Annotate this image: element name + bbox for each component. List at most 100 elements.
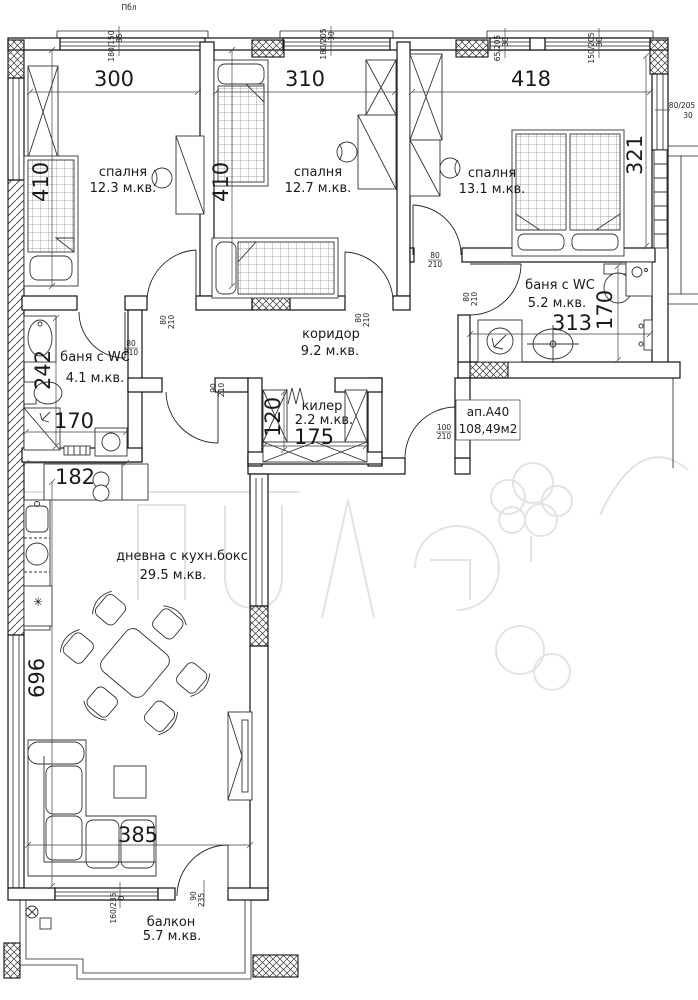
pier-balcony-left xyxy=(3,942,21,979)
door3-h: 210 xyxy=(428,260,443,269)
fridge-symbol xyxy=(23,585,53,627)
double-bed-symbol-bedroom3 xyxy=(511,129,625,257)
radiator-symbol-bedroom3 xyxy=(653,149,668,249)
door4-h: 210 xyxy=(470,292,479,307)
pier-top-left xyxy=(7,39,25,79)
svg-text:4.1 м.кв.: 4.1 м.кв. xyxy=(66,371,124,386)
apartment-id-box: ап.А40 108,49м2 xyxy=(455,399,521,441)
wardrobe-symbol-pantry-right xyxy=(344,389,368,443)
door-bedroom3 xyxy=(412,204,462,256)
drain-symbol-balcony xyxy=(25,905,52,930)
dim-living-width: 385 xyxy=(118,823,158,847)
exterior-walls xyxy=(3,30,698,980)
room-label-bedroom2: спалня 12.7 м.кв. xyxy=(285,165,352,196)
svg-text:спалня: спалня xyxy=(99,165,147,180)
window6-size: 160/235 xyxy=(109,892,118,923)
room-label-balcony: балкон 5.7 м.кв. xyxy=(143,915,201,944)
svg-text:5.7 м.кв.: 5.7 м.кв. xyxy=(143,929,201,944)
dim-bedroom3-width: 418 xyxy=(511,67,551,91)
wardrobe-symbol-bedroom1 xyxy=(27,65,59,159)
shower-symbol-bath1 xyxy=(23,407,61,451)
window4-sill: 30 xyxy=(595,37,604,47)
chair-symbol xyxy=(176,662,211,697)
dim-kitchen-width: 182 xyxy=(55,465,95,489)
labels: 300 310 418 410 410 321 242 170 182 313 … xyxy=(25,3,695,944)
window-bedroom3 xyxy=(486,30,654,51)
dim-bedroom3-depth: 321 xyxy=(623,135,647,175)
dim-bedroom2-depth: 410 xyxy=(209,162,233,202)
window3-sill: 30 xyxy=(501,37,510,47)
svg-text:2.2 м.кв.: 2.2 м.кв. xyxy=(295,413,353,428)
door7-w: 100 xyxy=(437,423,452,432)
left-wall xyxy=(7,77,25,889)
right-wall xyxy=(651,73,698,468)
tv-cabinet-symbol xyxy=(227,711,253,801)
window2-sill: 30 xyxy=(327,31,336,41)
door-living xyxy=(165,391,219,444)
apartment-area: 108,49м2 xyxy=(459,422,518,436)
window7-size: 90 xyxy=(189,891,198,901)
chair-symbol xyxy=(59,629,94,664)
fridge-mark: ✳ xyxy=(33,595,43,609)
boiler-symbol-corridor xyxy=(287,387,305,405)
coffee-table-symbol xyxy=(113,765,147,799)
window7-height: 235 xyxy=(197,893,206,908)
dim-bedroom2-width: 310 xyxy=(285,67,325,91)
door7-h: 210 xyxy=(437,432,452,441)
wardrobe-symbol-bedroom3 xyxy=(409,53,443,141)
dim-bath1-depth: 242 xyxy=(31,350,55,390)
door1-w: 80 xyxy=(159,315,168,325)
pier-top-right xyxy=(649,39,669,75)
interior-walls xyxy=(21,41,656,467)
kitchen-sink-symbol xyxy=(25,505,49,533)
living-right-wall xyxy=(249,473,269,901)
dim-bath2-width: 313 xyxy=(552,311,592,335)
cabinet-symbol-bedroom2 xyxy=(365,59,397,116)
pier-bath2 xyxy=(469,361,509,379)
door-bedroom2 xyxy=(344,251,394,303)
room-label-bath2: баня с WC 5.2 м.кв. xyxy=(525,278,595,311)
room-label-bath1: баня с WC 4.1 м.кв. xyxy=(60,350,130,386)
svg-text:29.5 м.кв.: 29.5 м.кв. xyxy=(140,568,207,583)
svg-text:балкон: балкон xyxy=(147,915,196,930)
washing-machine-symbol-bath2 xyxy=(625,261,653,297)
watermark xyxy=(20,456,689,691)
dimension-lines xyxy=(22,26,670,908)
svg-text:баня с WC: баня с WC xyxy=(525,278,595,293)
door4-w: 80 xyxy=(462,292,471,302)
svg-text:12.7 м.кв.: 12.7 м.кв. xyxy=(285,181,352,196)
door-bath1 xyxy=(78,311,126,359)
window-bedroom1 xyxy=(56,30,209,51)
sink-symbol-bath1 xyxy=(23,315,57,363)
chair-symbol xyxy=(143,700,179,736)
dim-living-depth: 696 xyxy=(25,658,49,698)
door3-w: 80 xyxy=(430,251,440,260)
door-bath2 xyxy=(469,263,522,316)
door-bedroom1 xyxy=(146,249,197,303)
door2-w: 80 xyxy=(354,313,363,323)
entry-wall-right xyxy=(454,457,471,475)
wardrobe-symbol-pantry-left xyxy=(262,389,288,443)
dim-bath2-depth: 170 xyxy=(593,290,617,330)
room-label-corridor: коридор 9.2 м.кв. xyxy=(301,327,360,359)
svg-text:баня с WC: баня с WC xyxy=(60,350,130,365)
door2-h: 210 xyxy=(362,313,371,328)
window5-size: 80/205 xyxy=(669,101,696,110)
room-label-pantry: килер 2.2 м.кв. xyxy=(295,399,353,428)
svg-text:спалня: спалня xyxy=(468,166,516,181)
bath2-south-wall xyxy=(457,361,681,379)
door6-h: 210 xyxy=(217,383,226,398)
desk-symbol-bedroom3 xyxy=(409,139,461,197)
window4-size: 150/205 xyxy=(587,32,596,63)
window6-sill: 0 xyxy=(117,895,126,900)
wardrobe-symbol-pantry-bottom xyxy=(262,441,368,463)
dim-bedroom1-depth: 410 xyxy=(29,162,53,202)
svg-text:дневна с кухн.бокс: дневна с кухн.бокс xyxy=(116,549,248,564)
svg-text:коридор: коридор xyxy=(302,327,360,342)
room-label-bedroom3: спалня 13.1 м.кв. xyxy=(459,166,526,197)
chair-symbol xyxy=(91,590,127,626)
window5-sill: 30 xyxy=(683,111,693,120)
washing-machine-symbol-bath1 xyxy=(94,427,128,457)
